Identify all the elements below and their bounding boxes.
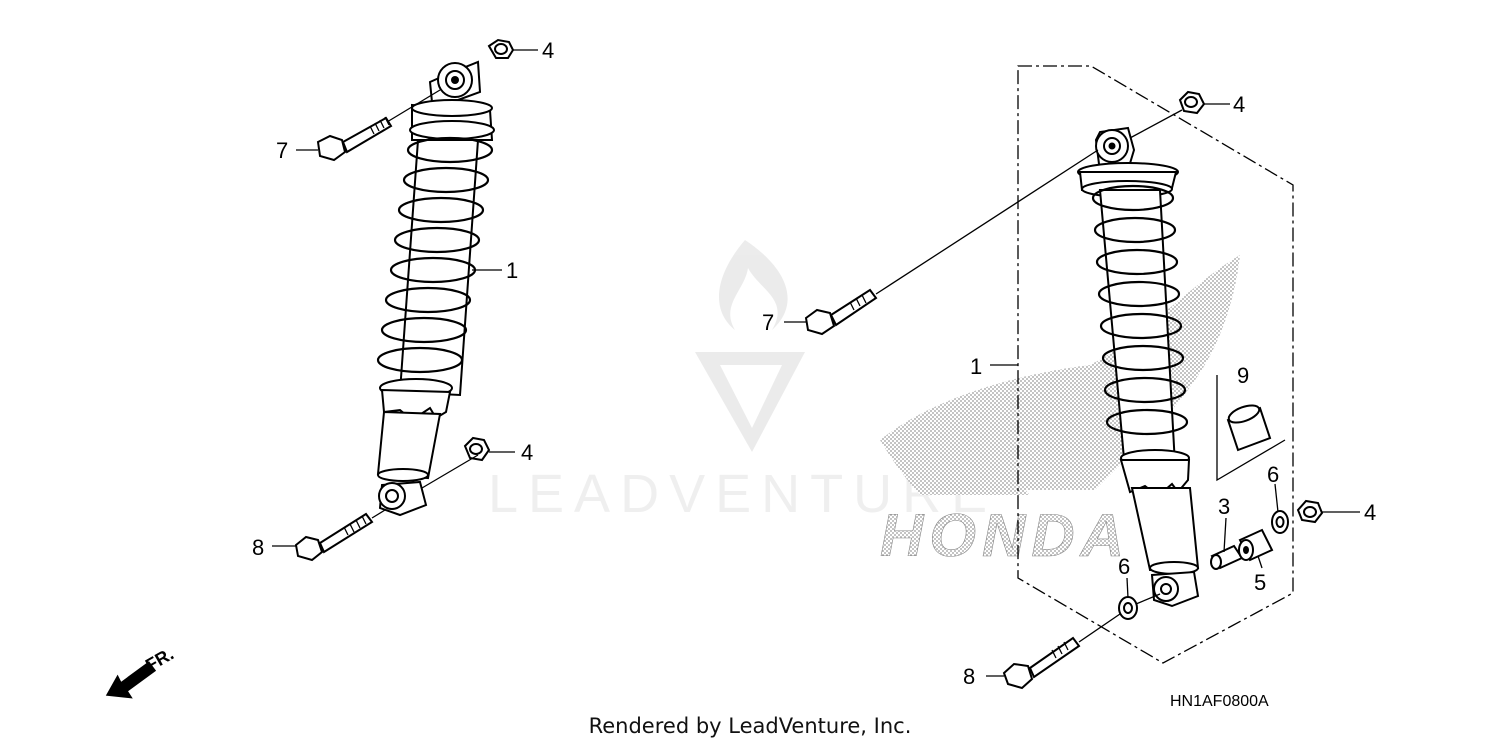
right-bottom-eye xyxy=(1150,570,1200,608)
right-washer xyxy=(1271,510,1289,534)
callout-left-top-bolt: 7 xyxy=(276,138,288,163)
right-top-eye xyxy=(1094,126,1136,174)
sleeve-bracket xyxy=(1216,375,1286,482)
callout-right-side-nut: 4 xyxy=(1364,500,1376,525)
right-top-bolt xyxy=(804,288,878,336)
left-leader-lines xyxy=(272,49,538,547)
collar-part xyxy=(1210,544,1244,570)
flame-logo-icon xyxy=(718,240,788,330)
callout-left-bottom-bolt: 8 xyxy=(252,535,264,560)
honda-wing-icon xyxy=(880,255,1240,495)
callout-right-top-nut: 4 xyxy=(1233,92,1245,117)
callout-left-bottom-nut: 4 xyxy=(521,440,533,465)
left-lower-body xyxy=(376,410,442,480)
left-bottom-eye xyxy=(378,480,428,517)
right-side-nut xyxy=(1296,499,1324,524)
callout-right-washer-right: 6 xyxy=(1267,462,1279,487)
left-top-nut xyxy=(487,38,515,59)
right-bottom-bolt xyxy=(1002,636,1081,690)
right-shock-absorber xyxy=(1077,126,1200,608)
callout-right-assembly: 1 xyxy=(970,354,982,379)
callout-right-bushing: 5 xyxy=(1254,570,1266,595)
footer-credit: Rendered by LeadVenture, Inc. xyxy=(588,714,912,738)
bushing-part xyxy=(1238,528,1274,562)
callout-right-top-bolt: 7 xyxy=(762,310,774,335)
right-lower-body xyxy=(1130,487,1200,572)
honda-wing-watermark: HONDA xyxy=(880,255,1240,569)
assembly-boundary xyxy=(1017,65,1294,664)
callout-left-top-nut: 4 xyxy=(542,38,554,63)
front-direction-marker: FR. xyxy=(105,644,177,699)
callout-right-washer-lower: 6 xyxy=(1118,554,1130,579)
callout-right-collar: 3 xyxy=(1218,494,1230,519)
callout-right-sleeve: 9 xyxy=(1237,363,1249,388)
callout-right-bottom-bolt: 8 xyxy=(963,664,975,689)
left-damper-body xyxy=(398,139,480,397)
left-bottom-bolt xyxy=(294,512,374,562)
left-shock-absorber xyxy=(376,60,495,517)
v-logo-icon xyxy=(695,352,805,452)
left-coil-spring xyxy=(376,136,494,374)
honda-logo-text: HONDA xyxy=(880,502,1130,569)
lower-washer xyxy=(1118,596,1138,620)
diagram-code: HN1AF0800A xyxy=(1170,693,1269,710)
right-top-nut xyxy=(1178,90,1206,115)
right-leader-lines xyxy=(784,103,1360,677)
left-top-bolt xyxy=(316,116,393,162)
left-bottom-nut xyxy=(463,436,491,462)
left-top-eye xyxy=(428,60,482,104)
right-coil-spring xyxy=(1091,184,1189,436)
callout-left-shock-absorber: 1 xyxy=(506,258,518,283)
sleeve-part xyxy=(1216,375,1286,482)
